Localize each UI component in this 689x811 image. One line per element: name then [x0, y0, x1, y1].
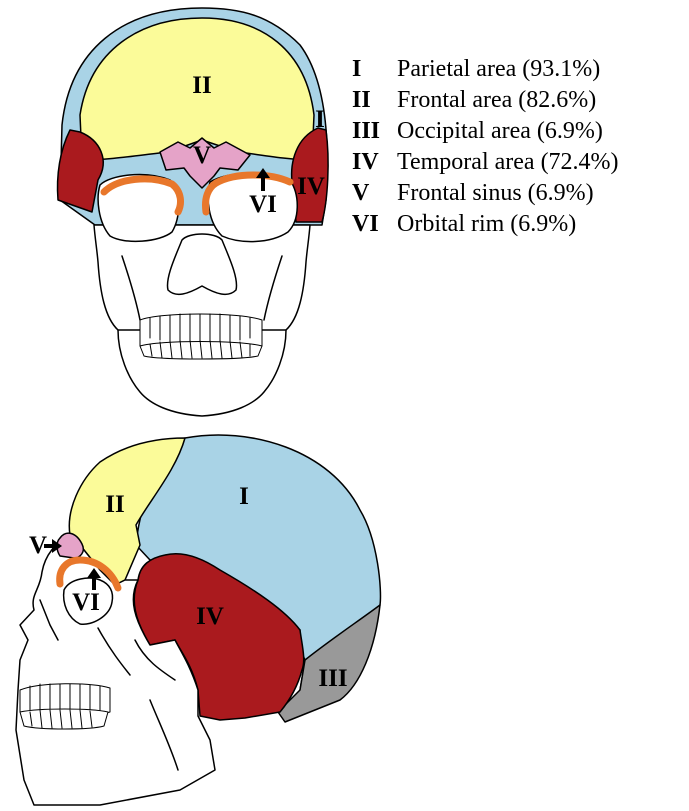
side-label-orbital-rim: VI [72, 589, 100, 616]
side-label-frontal: II [105, 491, 124, 518]
legend-text: Parietal area (93.1%) [397, 56, 600, 83]
legend-numeral: I [352, 56, 397, 83]
front-teeth [140, 314, 262, 359]
legend-text: Frontal sinus (6.9%) [397, 180, 594, 207]
side-label-frontal-sinus: V [29, 532, 47, 559]
front-label-frontal: II [192, 72, 211, 99]
side-label-occipital: III [318, 665, 347, 692]
side-view-skull: II I V VI IV III [16, 435, 380, 805]
legend-numeral: III [352, 118, 397, 145]
legend-text: Occipital area (6.9%) [397, 118, 603, 145]
legend-numeral: II [352, 87, 397, 114]
legend-text: Temporal area (72.4%) [397, 149, 619, 176]
legend-text: Frontal area (82.6%) [397, 87, 596, 114]
legend-numeral: VI [352, 211, 397, 238]
side-label-temporal: IV [196, 603, 224, 630]
legend-text: Orbital rim (6.9%) [397, 211, 576, 238]
legend-numeral: V [352, 180, 397, 207]
front-label-temporal: IV [297, 173, 325, 200]
front-view-skull: II I V VI IV [58, 8, 329, 416]
legend-numeral: IV [352, 149, 397, 176]
side-teeth [20, 684, 110, 729]
front-label-orbital-rim: VI [249, 191, 277, 218]
front-label-parietal: I [315, 106, 325, 133]
front-label-frontal-sinus: V [193, 142, 211, 169]
side-label-parietal: I [239, 483, 249, 510]
